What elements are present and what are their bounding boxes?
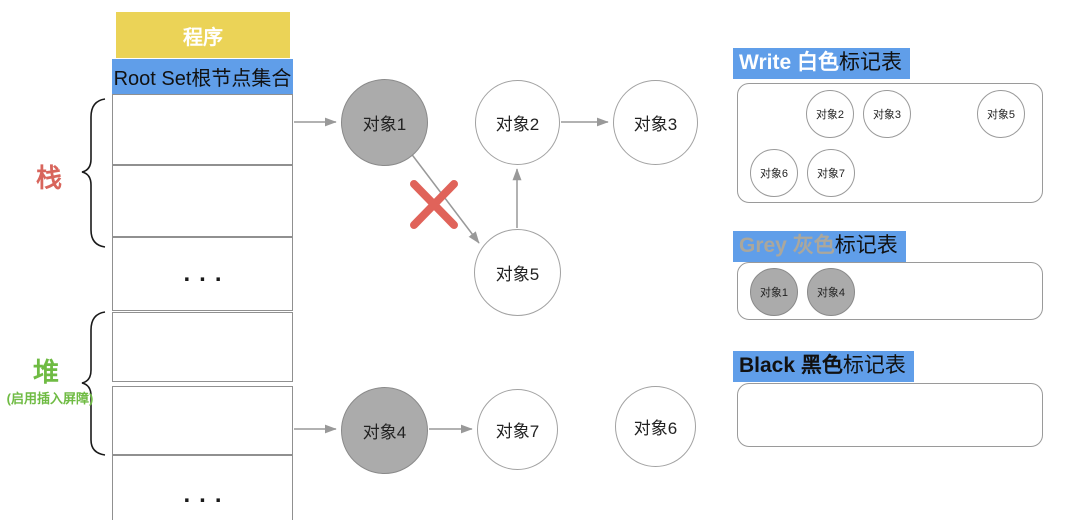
black-mark-table-title-rest: 标记表 bbox=[842, 354, 906, 377]
white-mark-table: 对象2 对象3 对象5 对象6 对象7 bbox=[737, 83, 1043, 203]
deleted-cross-icon bbox=[410, 180, 458, 229]
white-mark-table-title-rest: 标记表 bbox=[838, 51, 902, 74]
heap-insert-barrier-note: (启用插入屏障) bbox=[6, 391, 94, 406]
grey-table-item: 对象4 bbox=[807, 268, 855, 316]
heap-brace bbox=[81, 311, 106, 456]
object-node-7: 对象7 bbox=[477, 389, 558, 470]
ellipsis-bottom: ... bbox=[183, 481, 231, 508]
arrow-obj1-to-obj5-deleted bbox=[409, 151, 480, 244]
white-table-item: 对象2 bbox=[806, 90, 854, 138]
black-mark-table-title-accent: Black 黑色 bbox=[739, 354, 843, 377]
ellipsis-top: ... bbox=[183, 260, 231, 287]
program-box: 程序 bbox=[116, 12, 290, 58]
object-node-5: 对象5 bbox=[474, 229, 561, 316]
white-table-item: 对象5 bbox=[977, 90, 1025, 138]
object-node-6: 对象6 bbox=[615, 386, 696, 467]
white-table-item: 对象3 bbox=[863, 90, 911, 138]
grey-table-item: 对象1 bbox=[750, 268, 798, 316]
white-table-item: 对象7 bbox=[807, 149, 855, 197]
grey-mark-table: 对象1 对象4 bbox=[737, 262, 1043, 320]
heap-slot-1 bbox=[112, 312, 293, 382]
object-node-4: 对象4 bbox=[341, 387, 428, 474]
stack-brace bbox=[81, 98, 106, 248]
object-node-3: 对象3 bbox=[613, 80, 698, 165]
heap-label: 堆 bbox=[33, 357, 60, 387]
root-set-box: Root Set根节点集合 bbox=[112, 59, 293, 94]
black-mark-table bbox=[737, 383, 1043, 447]
stack-slot-1 bbox=[112, 94, 293, 165]
white-table-item: 对象6 bbox=[750, 149, 798, 197]
memory-gap-box-top: ... bbox=[112, 237, 293, 311]
white-mark-table-title: Write 白色标记表 bbox=[733, 48, 910, 80]
white-mark-table-title-accent: Write 白色 bbox=[739, 51, 839, 74]
object-node-1: 对象1 bbox=[341, 79, 428, 166]
grey-mark-table-title: Grey 灰色标记表 bbox=[733, 231, 906, 263]
stack-slot-2 bbox=[112, 165, 293, 237]
memory-gap-box-bottom: ... bbox=[112, 455, 293, 520]
object-node-2: 对象2 bbox=[475, 80, 560, 165]
heap-slot-2 bbox=[112, 386, 293, 455]
black-mark-table-title: Black 黑色标记表 bbox=[733, 351, 914, 383]
grey-mark-table-title-accent: Grey 灰色 bbox=[739, 234, 835, 257]
grey-mark-table-title-rest: 标记表 bbox=[834, 234, 898, 257]
stack-label: 栈 bbox=[36, 163, 63, 193]
